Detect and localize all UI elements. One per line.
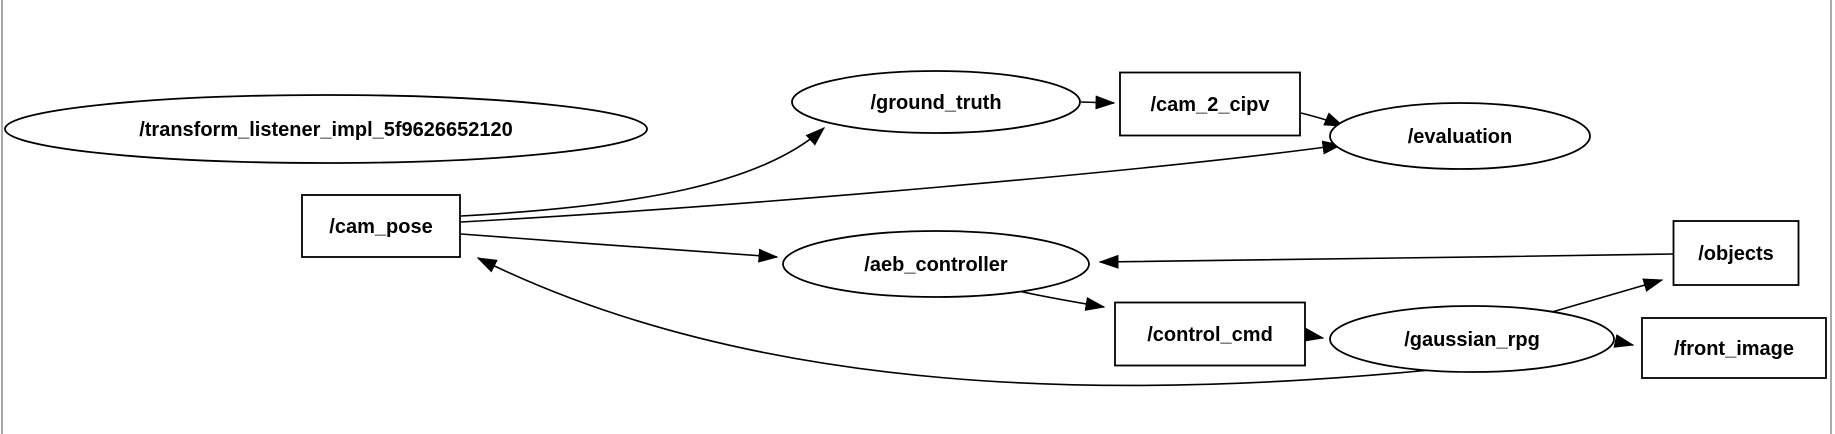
graph-node-front_image[interactable]: /front_image bbox=[1641, 317, 1827, 379]
canvas-border-left bbox=[1, 0, 3, 434]
graph-node-transform_listener[interactable]: /transform_listener_impl_5f9626652120 bbox=[4, 94, 648, 164]
canvas-border-right bbox=[1830, 0, 1832, 434]
node-label: /front_image bbox=[1674, 338, 1794, 360]
rect-shape bbox=[1672, 220, 1800, 286]
node-label: /evaluation bbox=[1408, 126, 1512, 148]
edge-control_cmd-to-gaussian_rpg bbox=[1303, 327, 1325, 342]
edge-gaussian_rpg-to-front_image bbox=[1613, 334, 1635, 348]
edge-objects-to-aeb_controller bbox=[1098, 253, 1674, 269]
node-label: /aeb_controller bbox=[864, 254, 1008, 276]
graph-node-evaluation[interactable]: /evaluation bbox=[1329, 102, 1591, 170]
edge-cam_pose-to-aeb_controller bbox=[460, 233, 779, 263]
node-label: /transform_listener_impl_5f9626652120 bbox=[139, 119, 513, 141]
graph-node-control_cmd[interactable]: /control_cmd bbox=[1114, 301, 1306, 367]
rect-shape bbox=[1641, 317, 1827, 379]
edge-ground_truth-to-cam_2_cipv bbox=[1080, 95, 1116, 110]
graph-node-gaussian_rpg[interactable]: /gaussian_rpg bbox=[1329, 305, 1615, 373]
node-label: /gaussian_rpg bbox=[1404, 329, 1540, 351]
node-label: /cam_2_cipv bbox=[1151, 94, 1271, 116]
ellipse-shape bbox=[791, 70, 1081, 134]
nodes-layer: /transform_listener_impl_5f9626652120/gr… bbox=[4, 70, 1827, 379]
graph-node-ground_truth[interactable]: /ground_truth bbox=[791, 70, 1081, 134]
edge-cam_pose-to-evaluation bbox=[460, 140, 1343, 223]
graph-node-objects[interactable]: /objects bbox=[1672, 220, 1800, 286]
edge-gaussian_rpg-to-cam_pose bbox=[476, 257, 1431, 387]
graph-node-aeb_controller[interactable]: /aeb_controller bbox=[782, 230, 1090, 298]
edge-cam_pose-to-ground_truth bbox=[460, 126, 826, 217]
ellipse-shape bbox=[4, 94, 648, 164]
edge-cam_2_cipv-to-evaluation bbox=[1300, 112, 1345, 127]
node-label: /cam_pose bbox=[329, 216, 432, 238]
edge-aeb_controller-to-control_cmd bbox=[1013, 289, 1106, 311]
graph-node-cam_pose[interactable]: /cam_pose bbox=[301, 194, 461, 258]
node-label: /objects bbox=[1698, 243, 1774, 265]
ellipse-shape bbox=[1329, 102, 1591, 170]
rect-shape bbox=[1119, 71, 1301, 137]
rect-shape bbox=[1114, 301, 1306, 367]
node-label: /control_cmd bbox=[1147, 324, 1273, 346]
edge-gaussian_rpg-to-objects bbox=[1551, 278, 1664, 313]
node-label: /ground_truth bbox=[870, 92, 1001, 114]
graph-node-cam_2_cipv[interactable]: /cam_2_cipv bbox=[1119, 71, 1301, 137]
ellipse-shape bbox=[1329, 305, 1615, 373]
ellipse-shape bbox=[782, 230, 1090, 298]
edges-layer bbox=[460, 95, 1674, 387]
rect-shape bbox=[301, 194, 461, 258]
